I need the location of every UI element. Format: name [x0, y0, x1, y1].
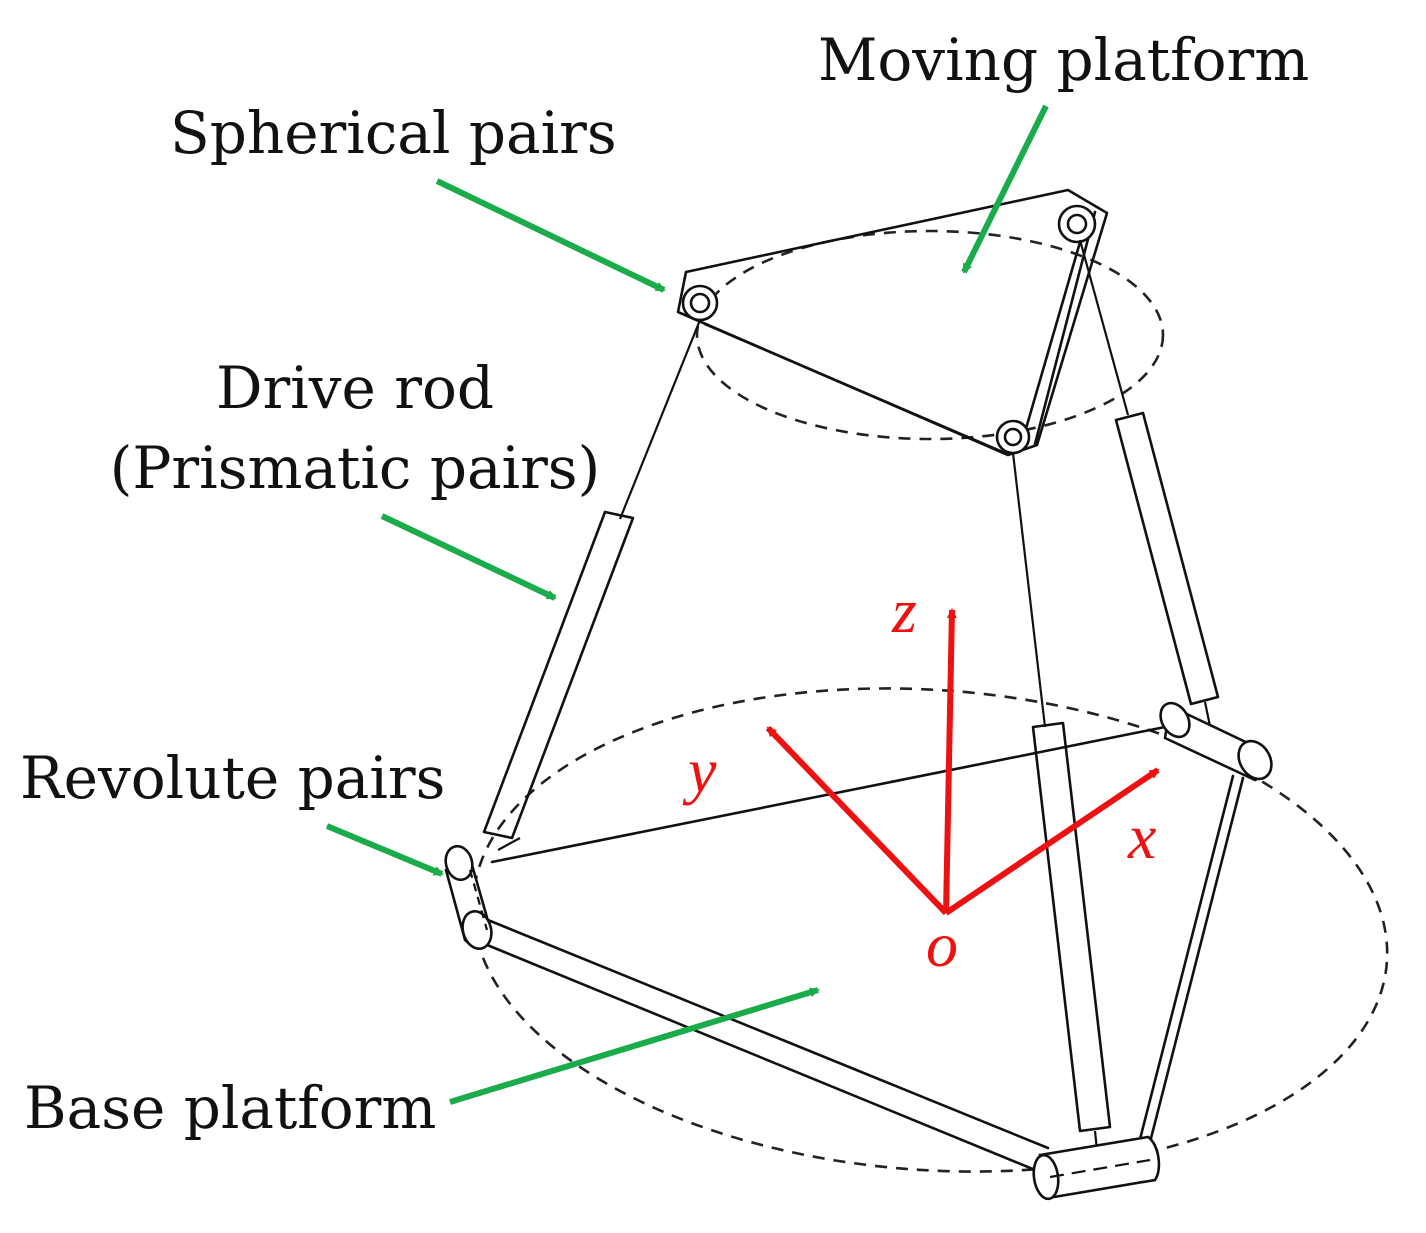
revolute-joint-bottom — [1032, 1135, 1161, 1201]
callout-arrows — [325, 104, 1049, 1105]
moving-platform-label: Moving platform — [818, 26, 1309, 94]
drive-rod-middle — [1011, 452, 1112, 1151]
revolute-joint-right — [1159, 701, 1273, 782]
y-axis-label: y — [682, 735, 717, 806]
drive-rod-right — [1078, 239, 1220, 727]
z-axis-label: z — [891, 575, 917, 646]
x-axis-label: x — [1127, 801, 1156, 872]
revolute-pairs-label: Revolute pairs — [20, 744, 445, 812]
base-platform-arrow — [449, 987, 820, 1105]
drive-rod-left — [482, 319, 702, 851]
origin-label: o — [926, 909, 958, 980]
base-platform-label: Base platform — [24, 1074, 436, 1142]
spherical-joint-left — [681, 284, 719, 322]
revolute-joint-left — [444, 844, 493, 951]
spherical-joint-right — [1057, 204, 1097, 244]
coordinate-axes: z y x o — [682, 575, 1160, 980]
drive-rod-label: Drive rod — [216, 354, 494, 422]
prismatic-pairs-label: (Prismatic pairs) — [110, 434, 600, 502]
spherical-pairs-label: Spherical pairs — [170, 99, 617, 167]
moving-platform-ellipse — [695, 229, 1165, 441]
revolute-pairs-arrow — [325, 823, 444, 877]
y-axis-arrow — [765, 725, 949, 916]
moving-platform — [676, 188, 1109, 457]
z-axis-arrow — [943, 608, 957, 914]
moving-platform-arrow — [961, 104, 1049, 274]
x-axis-arrow — [944, 767, 1160, 916]
spherical-pairs-arrow — [435, 178, 666, 293]
spherical-joint-bottom — [995, 419, 1031, 455]
drive-rod-arrow — [380, 513, 557, 601]
